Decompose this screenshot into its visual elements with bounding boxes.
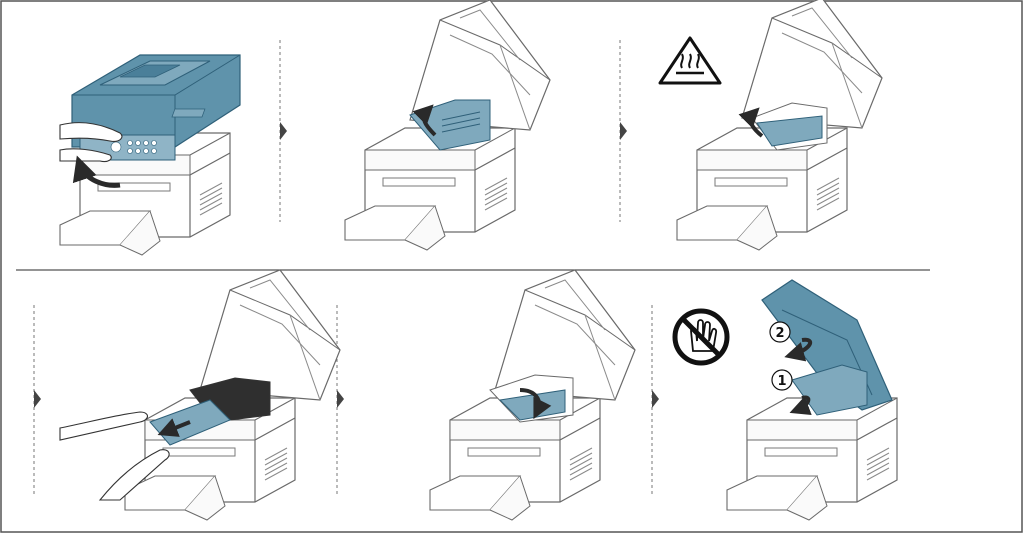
- step-arrow-icon: [280, 122, 287, 140]
- callout-2: 2: [769, 321, 791, 343]
- step-arrow-icon: [34, 390, 41, 408]
- step-1-open-control-panel: [59, 54, 241, 256]
- svg-text:1: 1: [777, 374, 786, 389]
- callout-1: 1: [771, 369, 793, 391]
- step-6-close-scan-unit: 2 1: [726, 279, 898, 521]
- step-arrow-icon: [337, 390, 344, 408]
- hot-surface-warning-icon: [658, 36, 722, 85]
- step-4-remove-jammed-paper: [59, 269, 341, 521]
- step-2-open-scan-unit: [344, 0, 551, 251]
- step-arrow-icon: [620, 122, 627, 140]
- step-5-close-inner-cover: [429, 269, 636, 521]
- step-3-open-inner-cover: [676, 0, 883, 251]
- step-arrow-icon: [652, 390, 659, 408]
- do-not-touch-icon: [672, 308, 730, 366]
- svg-text:2: 2: [775, 326, 784, 341]
